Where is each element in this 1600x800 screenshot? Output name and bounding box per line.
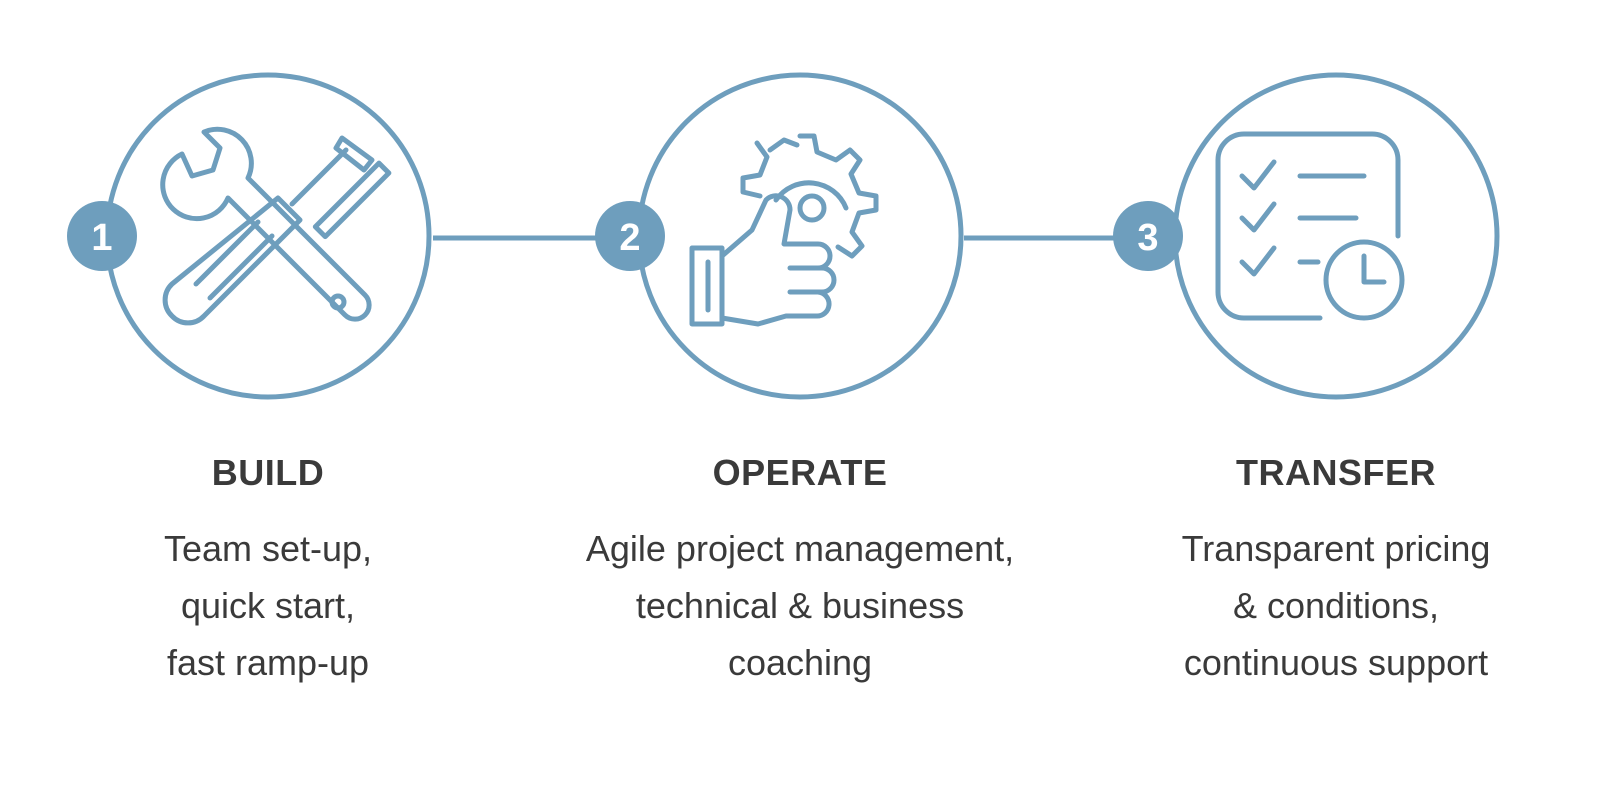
step-description: Transparent pricing & conditions, contin… xyxy=(1076,520,1596,691)
description-line: Team set-up, xyxy=(163,528,373,569)
gear-thumbs-up-icon xyxy=(689,133,879,327)
step-title: OPERATE xyxy=(712,452,888,493)
description-line: fast ramp-up xyxy=(166,642,370,683)
step-circle-2 xyxy=(636,72,964,400)
description-line: technical & business xyxy=(635,585,965,626)
tools-icon xyxy=(160,126,392,326)
checklist-clock-icon xyxy=(1215,131,1405,321)
step-number-3: 3 xyxy=(1137,217,1158,259)
step-circle-3 xyxy=(1172,72,1500,400)
description-line: Transparent pricing xyxy=(1181,528,1491,569)
step-badge-3 xyxy=(1113,201,1183,271)
step-title: BUILD xyxy=(211,452,325,493)
step-text-2: OPERATE Agile project management, techni… xyxy=(540,452,1060,691)
step-title: TRANSFER xyxy=(1236,452,1436,493)
description-line: continuous support xyxy=(1183,642,1489,683)
step-text-1: BUILD Team set-up, quick start, fast ram… xyxy=(8,452,528,691)
description-line: Agile project management, xyxy=(585,528,1015,569)
step-number-1: 1 xyxy=(91,217,112,259)
step-number-2: 2 xyxy=(619,217,640,259)
description-line: & conditions, xyxy=(1232,585,1440,626)
description-line: coaching xyxy=(727,642,873,683)
step-text-3: TRANSFER Transparent pricing & condition… xyxy=(1076,452,1596,691)
description-line: quick start, xyxy=(180,585,356,626)
step-badge-1 xyxy=(67,201,137,271)
step-badge-2 xyxy=(595,201,665,271)
step-description: Agile project management, technical & bu… xyxy=(540,520,1060,691)
step-description: Team set-up, quick start, fast ramp-up xyxy=(8,520,528,691)
